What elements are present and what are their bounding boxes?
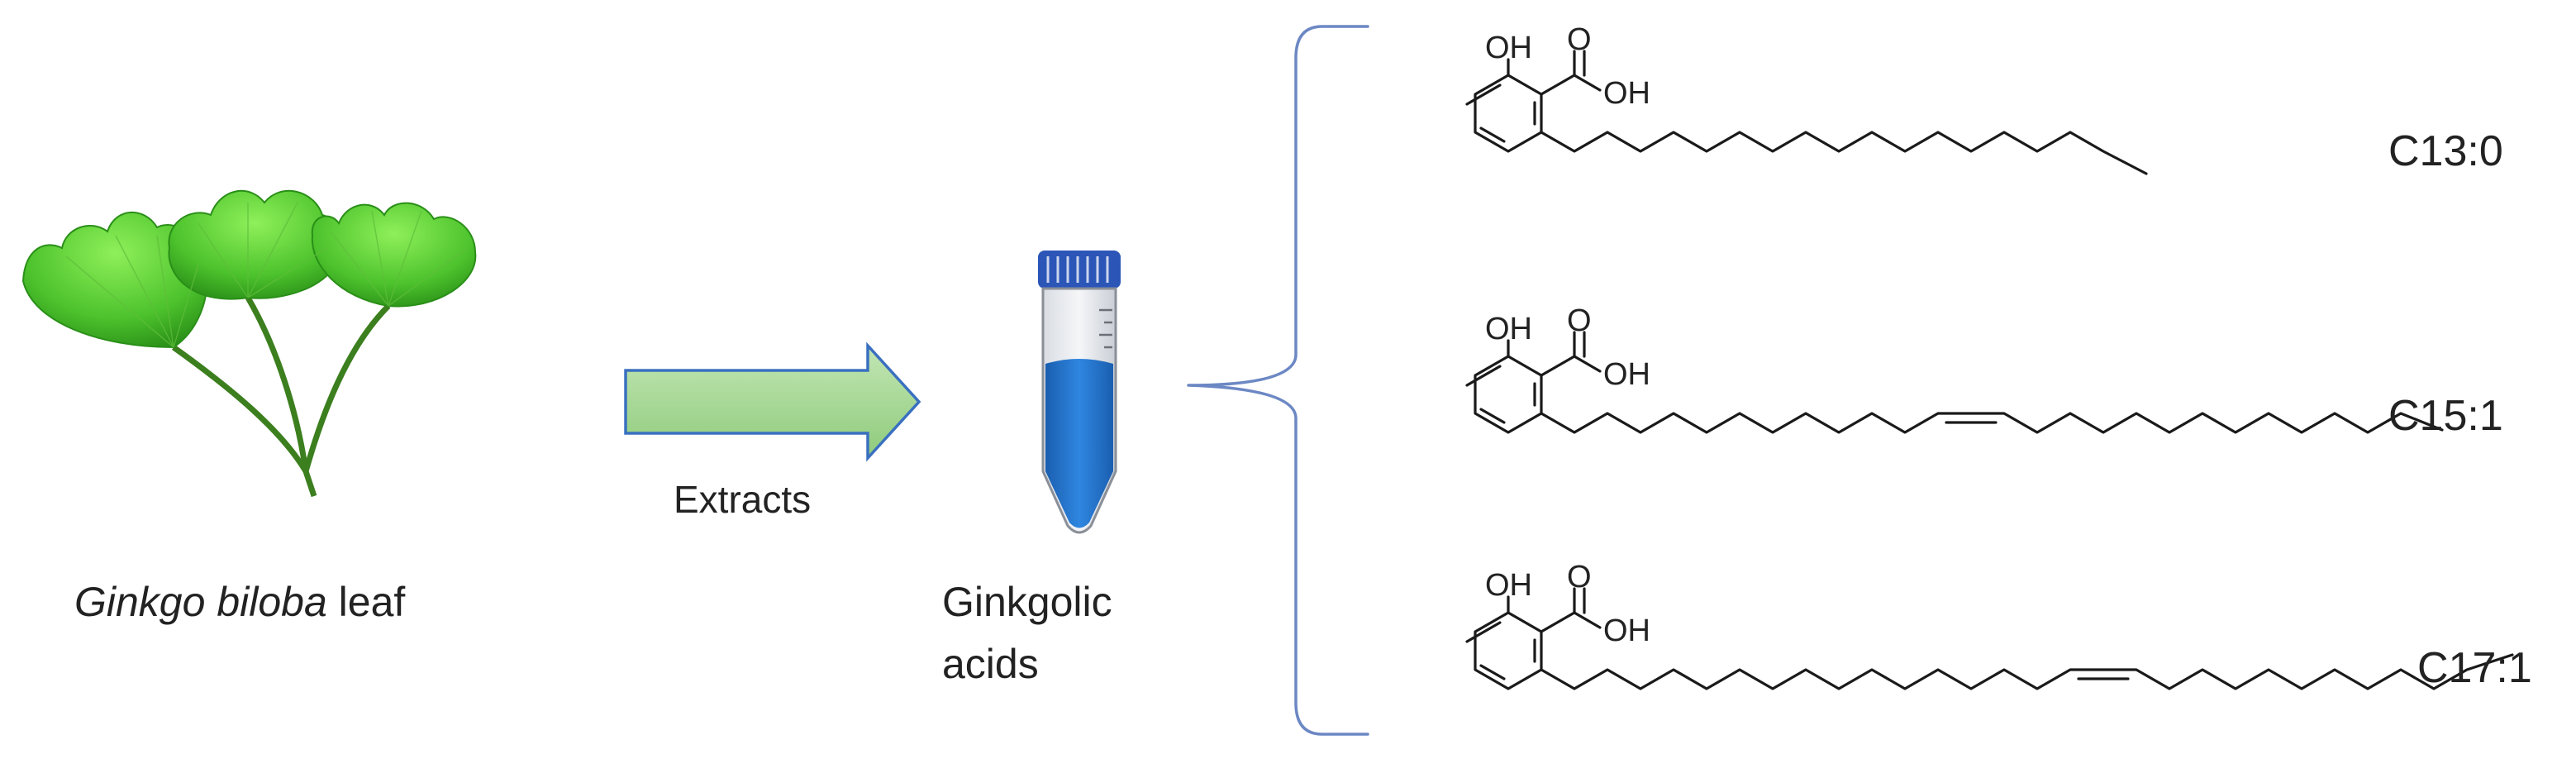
extract-arrow [624, 341, 921, 462]
c15-acid-oh: OH [1603, 357, 1650, 392]
c17-acid-oh: OH [1603, 613, 1650, 648]
test-tube-icon [1038, 251, 1121, 534]
label-c15-1: C15:1 [2388, 392, 2503, 440]
leaf-caption-suffix: leaf [327, 579, 406, 625]
structure-c13-0: OH O OH [1465, 22, 2148, 175]
c17-acid-o: O [1567, 560, 1592, 594]
product-label-line1: Ginkgolic [942, 579, 1112, 625]
structure-c15-1: OH O OH [1465, 303, 2444, 434]
structure-c17-1: OH O OH [1465, 560, 2514, 690]
grouping-brace [1187, 25, 1369, 736]
c15-acid-o: O [1567, 303, 1592, 338]
leaf-caption: Ginkgo biloba leaf [74, 579, 405, 625]
product-label-line2: acids [942, 641, 1039, 687]
leaf-caption-italic: Ginkgo biloba [74, 579, 327, 625]
c17-phenol-oh: OH [1485, 568, 1532, 603]
extract-arrow-label: Extracts [674, 478, 811, 521]
ginkgo-leaf-image [21, 189, 477, 498]
label-c17-1: C17:1 [2417, 644, 2532, 692]
c13-phenol-oh: OH [1485, 31, 1532, 65]
c15-phenol-oh: OH [1485, 312, 1532, 346]
label-c13-0: C13:0 [2388, 127, 2503, 175]
c13-acid-oh: OH [1603, 76, 1650, 111]
c13-acid-o: O [1567, 22, 1592, 57]
